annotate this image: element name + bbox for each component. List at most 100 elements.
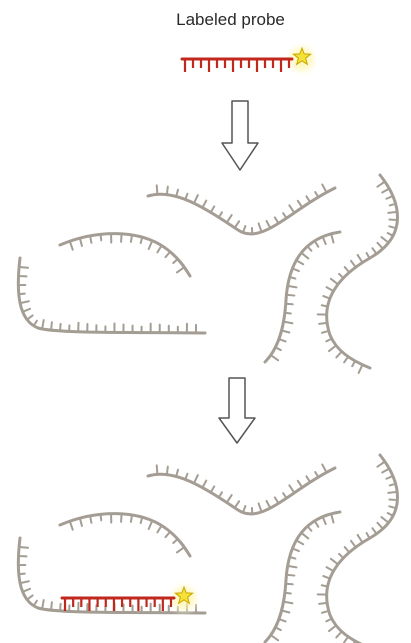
base-tick	[101, 234, 102, 240]
base-tick	[194, 475, 198, 483]
base-tick	[227, 495, 232, 503]
base-tick	[344, 637, 348, 643]
base-tick	[283, 213, 286, 218]
base-tick	[42, 600, 44, 609]
down-arrow-icon	[222, 101, 258, 170]
base-tick	[367, 253, 370, 258]
base-tick	[306, 476, 310, 482]
base-tick	[315, 521, 319, 527]
base-tick	[27, 595, 33, 599]
base-tick	[323, 517, 326, 524]
base-tick	[194, 195, 198, 203]
base-tick	[285, 313, 291, 314]
base-tick	[288, 286, 297, 288]
base-tick	[307, 526, 311, 530]
base-tick	[243, 226, 245, 233]
base-tick	[358, 255, 363, 263]
base-tick	[101, 514, 102, 520]
base-tick	[372, 528, 376, 534]
base-tick	[336, 632, 341, 638]
base-tick	[292, 268, 299, 271]
set2-strand-mid-arc	[60, 514, 190, 556]
base-tick	[286, 295, 294, 296]
base-tick	[157, 185, 158, 194]
base-tick	[259, 503, 262, 511]
base-tick	[323, 237, 326, 244]
base-tick	[202, 201, 206, 208]
base-tick	[339, 274, 343, 278]
base-tick	[351, 541, 356, 547]
base-tick	[329, 346, 336, 352]
base-tick	[284, 602, 293, 604]
base-tick	[358, 535, 363, 543]
base-tick	[331, 279, 338, 284]
set1-strand-far-right	[318, 175, 398, 373]
base-tick	[345, 547, 350, 552]
set2-strand-top-wave	[148, 464, 335, 513]
base-tick	[381, 237, 388, 243]
base-tick	[367, 533, 370, 538]
base-tick	[149, 521, 153, 529]
base-tick	[235, 221, 239, 228]
base-tick	[389, 220, 397, 221]
base-tick	[202, 481, 206, 488]
base-tick	[377, 182, 384, 187]
base-tick	[157, 526, 161, 533]
base-tick	[388, 492, 397, 493]
backbone	[18, 258, 205, 333]
base-tick	[51, 322, 52, 330]
base-tick	[301, 253, 308, 259]
labeled-probe-free	[182, 41, 320, 77]
base-tick	[19, 267, 28, 268]
base-tick	[90, 516, 91, 523]
base-tick	[173, 259, 177, 263]
base-tick	[121, 514, 122, 522]
base-tick	[322, 464, 326, 472]
base-tick	[19, 294, 25, 295]
base-tick	[42, 320, 44, 329]
base-tick	[211, 206, 215, 212]
base-tick	[388, 513, 393, 516]
base-tick	[227, 215, 232, 223]
base-tick	[34, 601, 37, 606]
base-tick	[296, 540, 303, 544]
base-tick	[315, 241, 319, 247]
base-tick	[275, 217, 279, 223]
backbone	[327, 175, 398, 368]
base-tick	[322, 305, 328, 306]
base-tick	[331, 234, 333, 243]
base-tick	[382, 189, 389, 193]
base-tick	[285, 593, 291, 594]
base-tick	[326, 339, 331, 342]
step-arrow-1	[222, 101, 258, 170]
base-tick	[51, 602, 52, 610]
base-tick	[121, 234, 122, 242]
base-tick	[90, 236, 91, 243]
base-tick	[20, 581, 29, 583]
base-tick	[275, 627, 280, 630]
base-tick	[177, 267, 184, 272]
base-tick	[359, 365, 363, 373]
base-tick	[389, 500, 397, 501]
base-tick	[131, 515, 132, 522]
base-tick	[19, 547, 28, 548]
base-tick	[243, 506, 245, 513]
base-tick	[235, 501, 239, 508]
base-tick	[301, 533, 308, 539]
base-tick	[331, 514, 333, 523]
base-tick	[20, 301, 29, 303]
base-tick	[149, 241, 153, 249]
base-tick	[279, 619, 286, 621]
base-tick	[19, 574, 25, 575]
base-tick	[219, 492, 222, 497]
base-tick	[211, 486, 215, 492]
base-tick	[80, 238, 82, 246]
base-tick	[377, 243, 382, 249]
base-tick	[336, 352, 341, 358]
base-tick	[296, 260, 303, 264]
base-tick	[322, 184, 326, 192]
base-tick	[286, 304, 293, 305]
base-tick	[259, 223, 262, 231]
base-tick	[282, 330, 290, 332]
